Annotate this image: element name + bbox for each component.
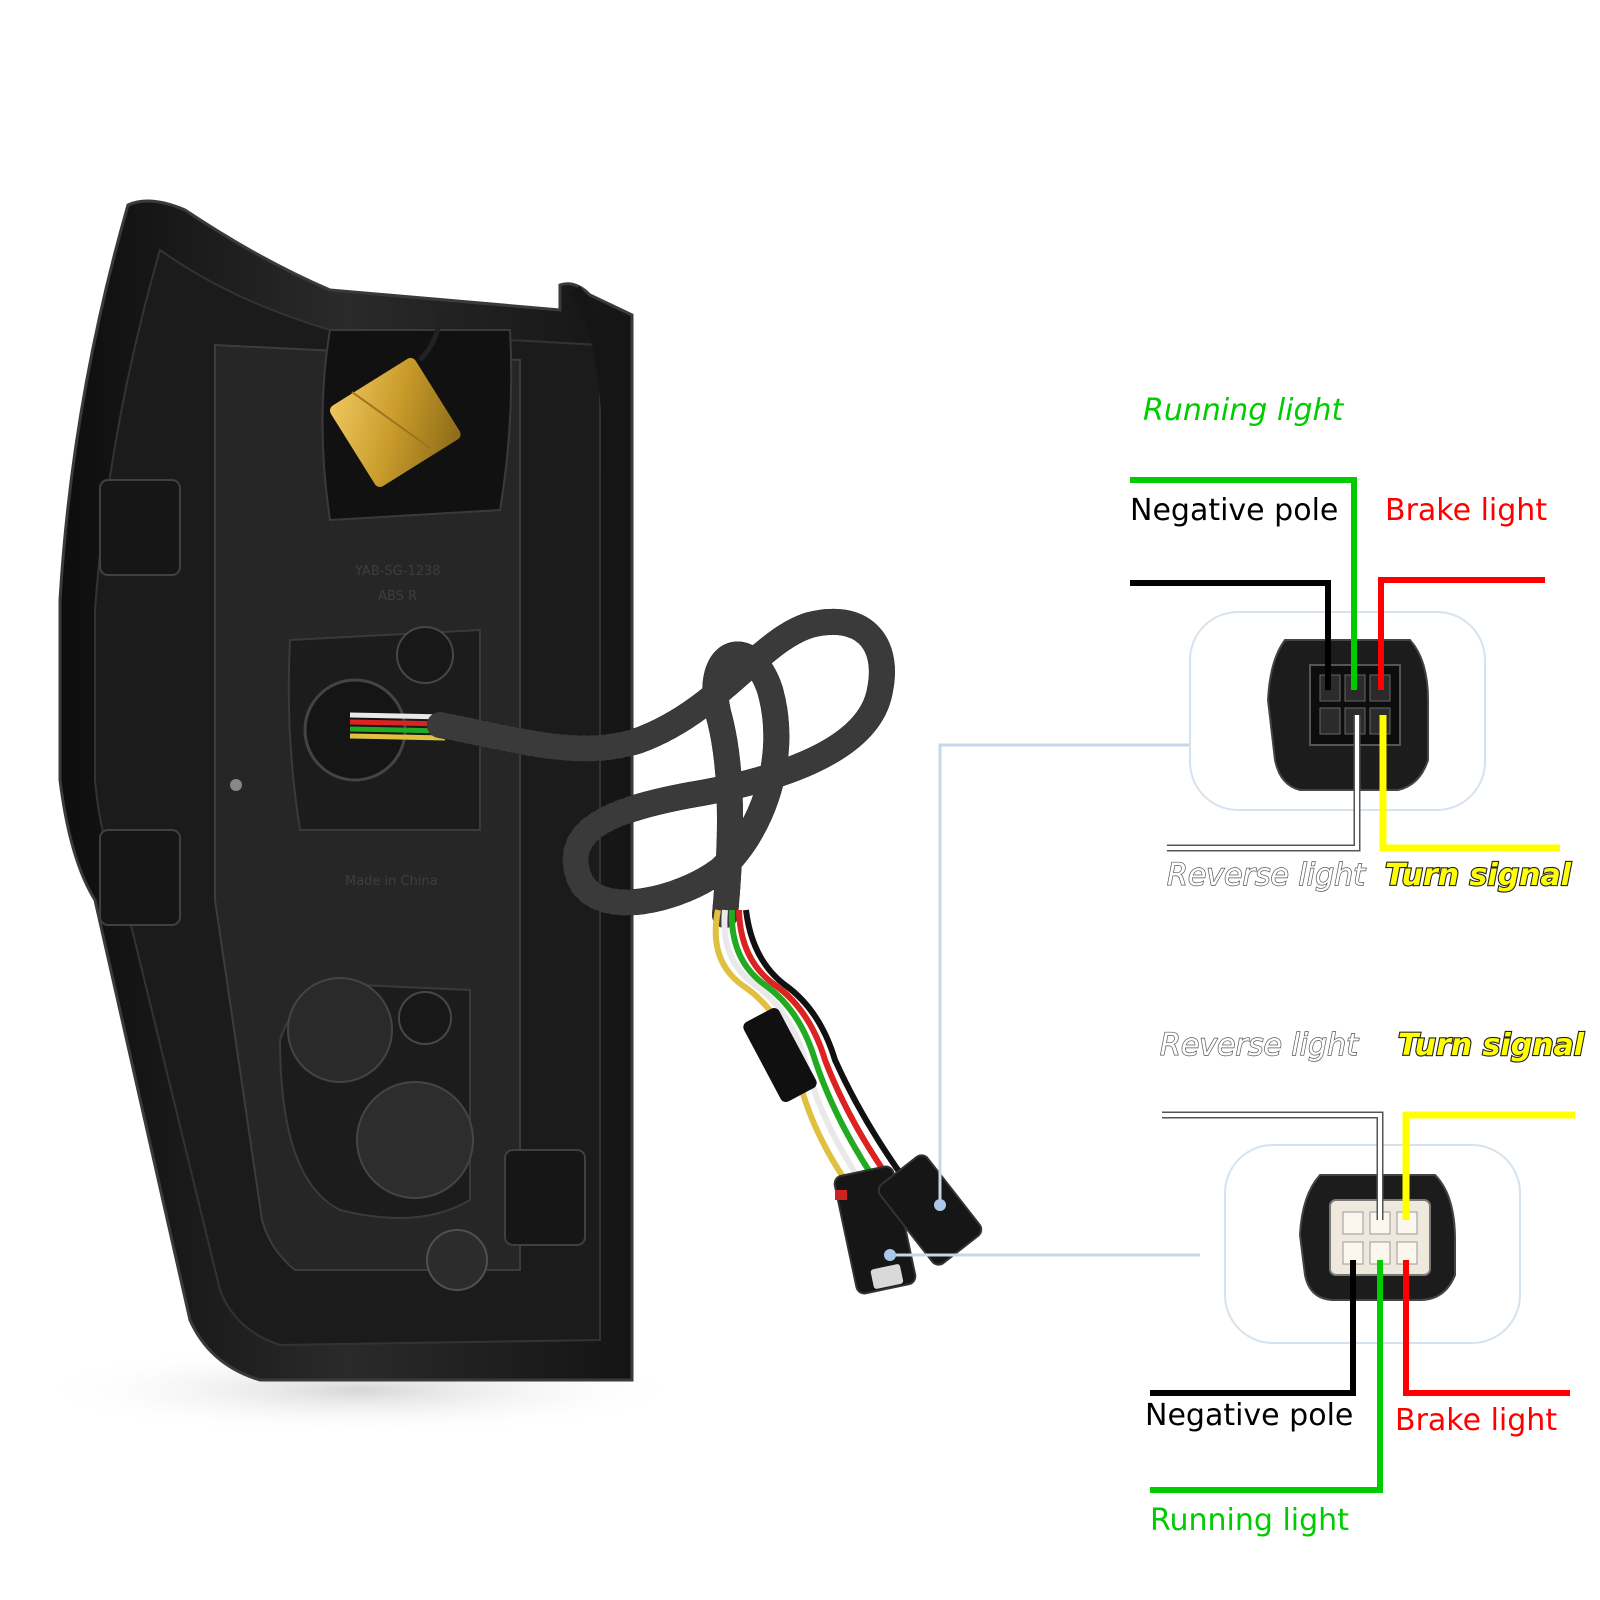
top-turn-signal-label: Turn signal [1385, 858, 1572, 893]
top-negative-pole-label: Negative pole [1130, 493, 1338, 528]
bottom-reverse-light-label: Reverse light [1160, 1028, 1359, 1063]
part-code-text: YAB-SG-1238 [354, 564, 441, 579]
top-negative-wire [1130, 580, 1331, 690]
top-turn-wire [1379, 715, 1560, 852]
female-connector-icon [1266, 639, 1429, 791]
tail-lamp-icon: YAB-SG-1238 ABS R Made in China [30, 199, 690, 1435]
top-reverse-light-label: Reverse light [1167, 858, 1366, 893]
bottom-running-wire [1150, 1260, 1383, 1493]
callout-dot-top [934, 1199, 946, 1211]
bottom-negative-wire [1150, 1260, 1356, 1396]
bottom-turn-signal-label: Turn signal [1398, 1028, 1585, 1063]
socket-wire-bundle [349, 712, 446, 741]
bottom-connector-detail: Reverse light Turn signal Negative pole … [1145, 1027, 1586, 1538]
top-brake-wire [1378, 577, 1545, 690]
bottom-turn-wire [1402, 1111, 1575, 1220]
bottom-brake-light-label: Brake light [1395, 1403, 1557, 1438]
top-running-light-label: Running light [1143, 393, 1345, 428]
bottom-running-light-label: Running light [1150, 1503, 1349, 1538]
leader-lines [890, 743, 1200, 1257]
wiring-harness-icon [349, 608, 983, 1295]
resistor-icon [329, 309, 461, 487]
top-connector-detail: Running light Negative pole Brake light … [1130, 393, 1573, 894]
bottom-negative-pole-label: Negative pole [1145, 1398, 1353, 1433]
edge-wire [570, 286, 616, 640]
bottom-brake-wire [1403, 1260, 1570, 1396]
male-connector-icon [1298, 1174, 1456, 1301]
top-brake-light-label: Brake light [1385, 493, 1547, 528]
material-text: ABS R [378, 589, 417, 604]
top-running-wire [1130, 477, 1357, 690]
harness-wire-fanout [712, 909, 908, 1182]
origin-text: Made in China [345, 874, 438, 889]
callout-dot-bottom [884, 1249, 896, 1261]
